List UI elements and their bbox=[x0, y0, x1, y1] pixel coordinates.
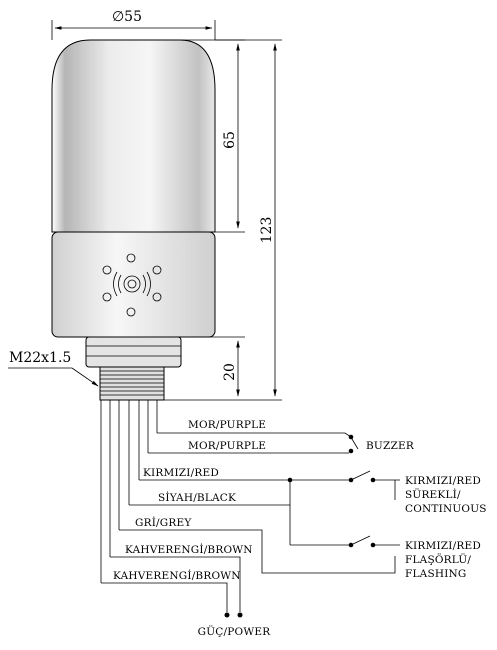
wire-label-grey: GRİ/GREY bbox=[135, 515, 192, 529]
lamp-body bbox=[51, 39, 216, 401]
power-terminals bbox=[224, 612, 243, 618]
flashing-label-line2: FLAŞÖRLÜ/ bbox=[405, 552, 471, 566]
wire-label-brown-1: KAHVERENGİ/BROWN bbox=[125, 542, 253, 556]
thread-callout: M22x1.5 bbox=[8, 350, 99, 387]
flashing-label-line1: KIRMIZI/RED bbox=[405, 540, 481, 552]
wire-label-brown-2: KAHVERENGİ/BROWN bbox=[113, 568, 241, 582]
dimension-diameter: ∅55 bbox=[51, 9, 216, 40]
thread-label: M22x1.5 bbox=[9, 350, 71, 366]
speaker-icon bbox=[102, 253, 162, 317]
lamp-dome bbox=[51, 39, 216, 233]
buzzer-switch bbox=[345, 434, 359, 454]
thread-section bbox=[99, 366, 165, 401]
wiring bbox=[100, 400, 396, 612]
lamp-base bbox=[51, 231, 216, 338]
base-height-label: 20 bbox=[222, 363, 238, 381]
total-height-label: 123 bbox=[259, 217, 275, 244]
continuous-label-line2: SÜREKLİ/ bbox=[405, 487, 461, 501]
buzzer-label: BUZZER bbox=[366, 440, 415, 452]
wire-label-purple-1: MOR/PURPLE bbox=[188, 419, 266, 431]
wire-label-purple-2: MOR/PURPLE bbox=[188, 440, 266, 452]
wire-label-red: KIRMIZI/RED bbox=[143, 467, 219, 479]
flashing-switch bbox=[348, 535, 400, 548]
flashing-label-line3: FLASHING bbox=[405, 568, 467, 580]
continuous-label-line3: CONTINUOUS bbox=[405, 503, 487, 515]
wire-label-black: SİYAH/BLACK bbox=[158, 490, 236, 504]
continuous-switch bbox=[287, 470, 400, 500]
power-label: GÜÇ/POWER bbox=[198, 624, 272, 638]
dimension-base-height: 20 bbox=[181, 336, 245, 397]
dome-height-label: 65 bbox=[222, 131, 238, 149]
dimension-dome-height: 65 bbox=[180, 39, 245, 233]
diameter-label: ∅55 bbox=[112, 9, 142, 25]
continuous-label-line1: KIRMIZI/RED bbox=[405, 475, 481, 487]
mounting-nut bbox=[85, 336, 182, 368]
dimension-total-height: 123 bbox=[164, 39, 282, 401]
